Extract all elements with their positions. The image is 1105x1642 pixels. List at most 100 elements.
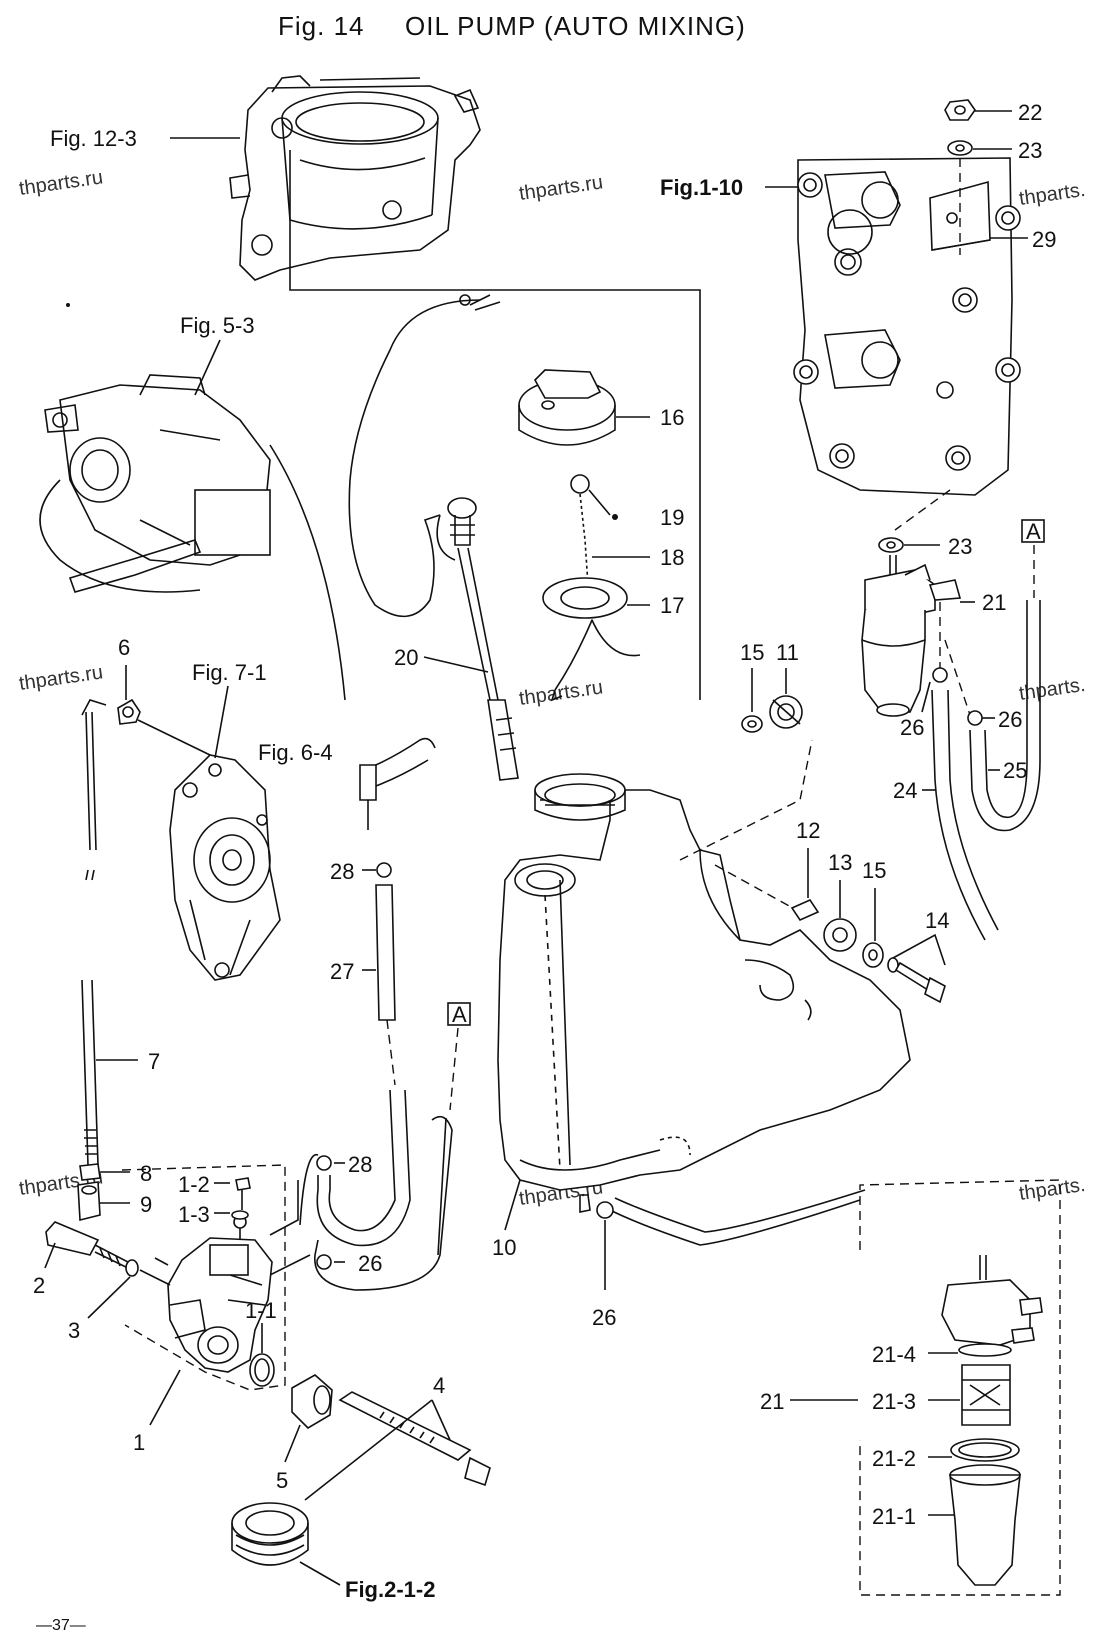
part-label-26: 26 (900, 715, 924, 740)
rod-joint-9 (77, 1181, 101, 1222)
filter-bracket-29 (929, 180, 991, 251)
part-label-27: 27 (330, 959, 354, 984)
hose-27 (375, 884, 396, 1021)
wire-terminal (469, 294, 501, 311)
leader-line (87, 1276, 131, 1319)
collar-5 (291, 1374, 333, 1430)
part-label-21-4: 21-4 (872, 1342, 916, 1367)
leader-line (423, 656, 489, 673)
pipe (299, 1154, 319, 1226)
ref-fig-5-3: Fig. 5-3 (180, 313, 255, 338)
ref-fig-1-10: Fig.1-10 (660, 175, 743, 200)
connector-label-a: A (1026, 519, 1041, 544)
control-rod-7 (81, 699, 107, 1166)
hose-25 (969, 600, 1041, 832)
ref-fig-7-1: Fig. 7-1 (192, 660, 267, 685)
washer-15 (862, 942, 884, 968)
part-label-10: 10 (492, 1235, 516, 1260)
washer-3 (125, 1259, 139, 1277)
hose-clip-28 (316, 1155, 332, 1171)
nut-8 (79, 1163, 101, 1181)
oil-tank-drawing (497, 773, 911, 1213)
part-label-4: 4 (433, 1373, 445, 1398)
filter-exploded-drawing (941, 1255, 1043, 1586)
part-label-25: 25 (1003, 758, 1027, 783)
hose-clip (967, 710, 983, 726)
part-label-23: 23 (1018, 138, 1042, 163)
leader-line (214, 685, 229, 759)
ball-joint-6 (117, 698, 141, 725)
connector-box-a (1021, 519, 1045, 543)
leader-line (892, 933, 946, 966)
part-label-17: 17 (660, 593, 684, 618)
hose-24 (931, 689, 986, 941)
part-label-18: 18 (660, 545, 684, 570)
connector-label-a: A (452, 1002, 467, 1027)
part-label-15: 15 (740, 640, 764, 665)
ref-fig-12-3: Fig. 12-3 (50, 126, 137, 151)
part-label-5: 5 (276, 1468, 288, 1493)
part-label-20: 20 (394, 645, 418, 670)
connector-box-a (447, 1002, 471, 1026)
watermark: thparts.ru (18, 661, 105, 695)
part-label-26: 26 (358, 1251, 382, 1276)
pipe (269, 1180, 299, 1236)
washer-23-top (947, 140, 973, 156)
grommet-11 (769, 695, 803, 729)
sensor-wire (436, 514, 456, 561)
part-label-7: 7 (148, 1049, 160, 1074)
collar-12 (790, 898, 820, 922)
part-label-1: 1 (133, 1430, 145, 1455)
hose-loop (437, 1117, 447, 1256)
drive-shaft-4 (338, 1391, 491, 1487)
engine-bracket-drawing (229, 75, 481, 281)
sensor-wire (348, 299, 481, 618)
level-sensor-drawing (447, 497, 519, 781)
part-label-21-3: 21-3 (872, 1389, 916, 1414)
leader-line (137, 719, 211, 756)
part-label-22: 22 (1018, 100, 1042, 125)
ref-fig-2-1-2: Fig.2-1-2 (345, 1577, 435, 1602)
dashed-leader (944, 639, 971, 716)
speck (66, 303, 70, 307)
outlet-hose (614, 1189, 866, 1233)
leader-line (44, 1242, 56, 1269)
hose-loop (316, 1089, 411, 1247)
leader-line (921, 681, 931, 713)
part-label-24: 24 (893, 778, 917, 803)
part-label-3: 3 (68, 1318, 80, 1343)
tank-cap-drawing (518, 369, 616, 446)
hose-clip (596, 1201, 614, 1219)
part-label-21-1: 21-1 (872, 1504, 916, 1529)
part-label-19: 19 (660, 505, 684, 530)
part-label-15: 15 (862, 858, 886, 883)
part-label-6: 6 (118, 635, 130, 660)
ref-fig-6-4: Fig. 6-4 (258, 740, 333, 765)
cap-gasket-drawing (542, 577, 628, 619)
leader-line (194, 339, 221, 396)
part-label-16: 16 (660, 405, 684, 430)
part-label-23: 23 (948, 534, 972, 559)
leader-line (431, 1399, 451, 1441)
leader-line (269, 444, 346, 701)
watermark-cut: thparts. (1018, 179, 1087, 210)
nut-22 (944, 99, 976, 121)
grommet-13 (823, 918, 857, 952)
figure-number: Fig. 14 (278, 11, 365, 41)
dashed-group-21 (859, 1179, 1061, 1596)
figure-title: OIL PUMP (AUTO MIXING) (405, 11, 746, 41)
hose-clip-26 (316, 1254, 332, 1270)
watermark: thparts.ru (518, 171, 605, 205)
dashed-leader (714, 864, 801, 913)
dashed-leader (449, 1027, 459, 1111)
part-label-1-3: 1-3 (178, 1202, 210, 1227)
leader-line (504, 1179, 521, 1231)
part-label-14: 14 (925, 908, 949, 933)
part-label-12: 12 (796, 818, 820, 843)
part-label-26: 26 (998, 707, 1022, 732)
part-label-8: 8 (140, 1161, 152, 1186)
dashed-leader (679, 739, 813, 861)
bolt-14 (887, 957, 946, 1004)
dashed-leader (894, 489, 951, 531)
